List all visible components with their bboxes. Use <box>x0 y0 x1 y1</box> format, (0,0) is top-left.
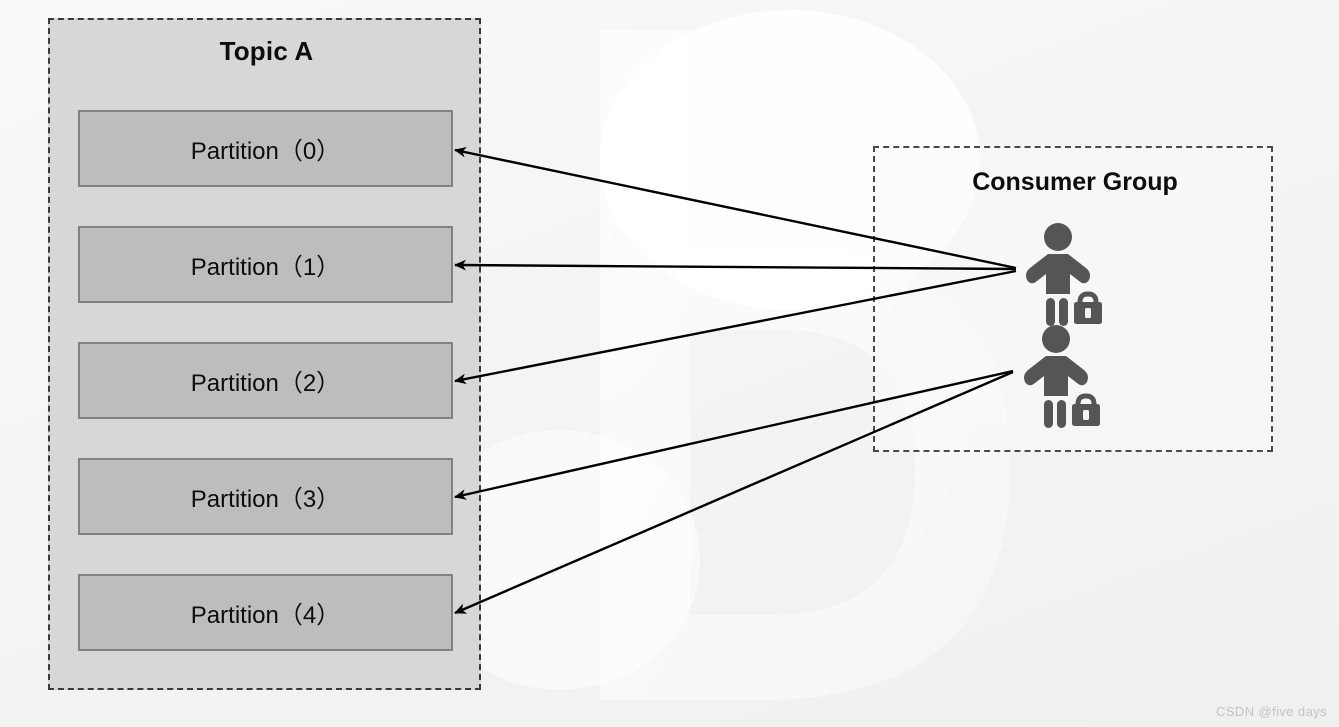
topic-panel: Topic A Partition（0） Partition（1） Partit… <box>48 18 481 690</box>
businessperson-with-briefcase-icon[interactable] <box>1020 222 1106 328</box>
partition-label: Partition（3） <box>190 486 341 513</box>
partition-label: Partition（0） <box>190 138 341 165</box>
partition-label: Partition（2） <box>190 370 341 397</box>
partition-box-0[interactable]: Partition（0） <box>78 110 453 187</box>
consumer-group-panel: Consumer Group <box>873 146 1273 452</box>
businessperson-with-briefcase-icon[interactable] <box>1018 324 1104 430</box>
csdn-watermark: CSDN @five days <box>1216 704 1327 719</box>
partition-list: Partition（0） Partition（1） Partition（2） P… <box>78 110 453 651</box>
partition-box-1[interactable]: Partition（1） <box>78 226 453 303</box>
partition-box-3[interactable]: Partition（3） <box>78 458 453 535</box>
topic-title: Topic A <box>219 36 314 66</box>
consumer-group-title: Consumer Group <box>972 168 1178 196</box>
partition-box-4[interactable]: Partition（4） <box>78 574 453 651</box>
partition-label: Partition（1） <box>190 254 341 281</box>
partition-label: Partition（4） <box>190 602 341 629</box>
partition-box-2[interactable]: Partition（2） <box>78 342 453 419</box>
